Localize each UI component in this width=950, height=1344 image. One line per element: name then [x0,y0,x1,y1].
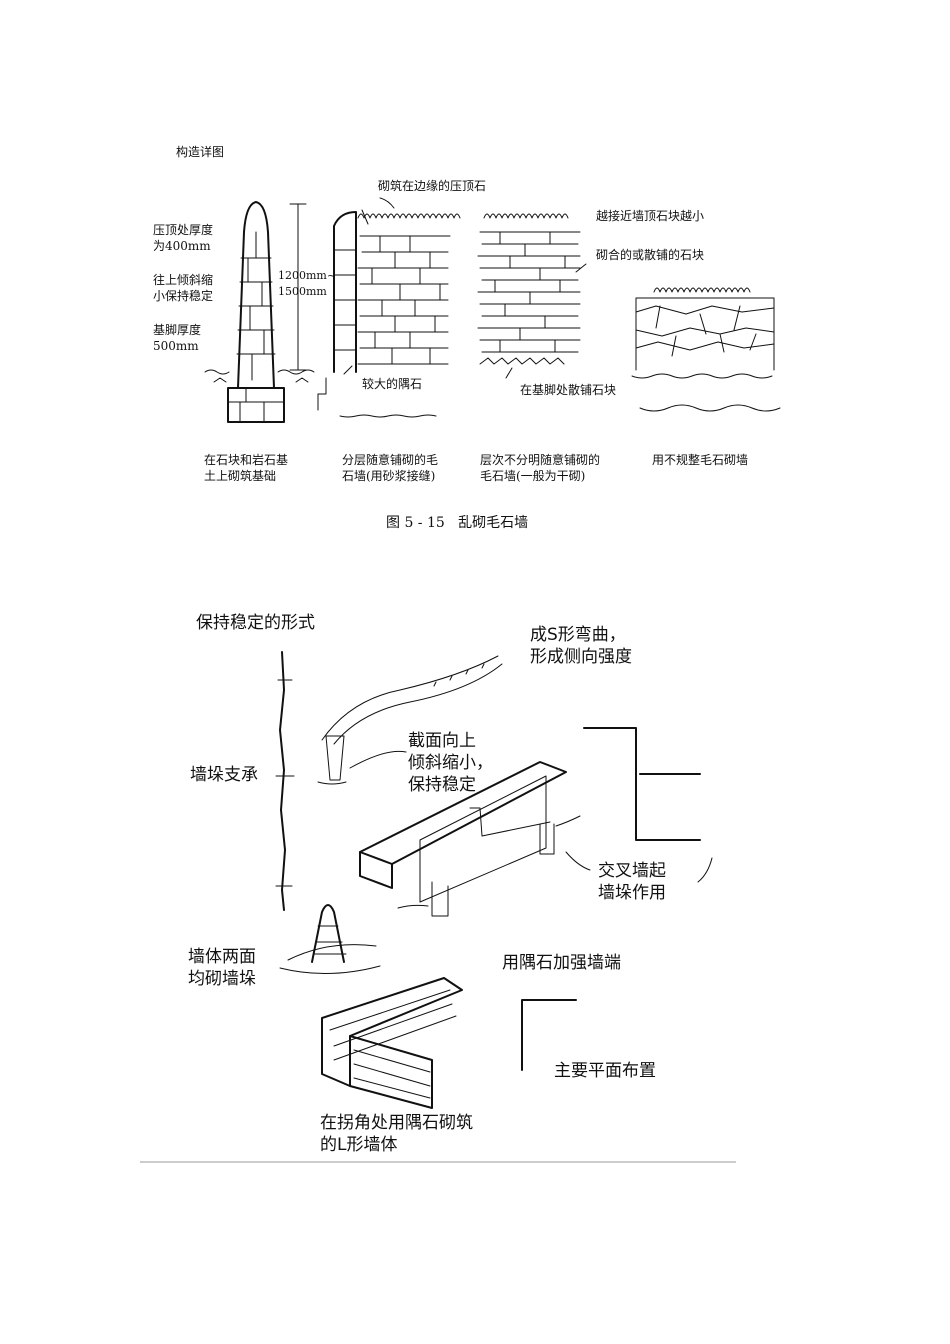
quoin-stone-note: 较大的隅石 [362,377,423,391]
s-curve-note: 成S形弯曲， 形成侧向强度 [530,625,632,667]
footing-stones-note: 在基脚处散铺石块 [520,383,617,397]
caption-uncoursed: 层次不分明随意铺砌的 毛石墙(一般为干砌) [480,453,601,483]
smaller-stones-note: 越接近墙顶石块越小 [596,209,705,223]
tapered-section-note: 截面向上 倾斜缩小， 保持稳定 [408,731,493,795]
cross-wall-box [359,761,591,917]
both-face-pier [279,904,381,975]
footing-thickness-note: 基脚厚度 500mm [153,323,202,353]
coursed-rubble-wall [317,197,461,418]
bottom-figure-heading: 保持稳定的形式 [196,613,315,633]
uncoursed-rubble-wall [477,213,587,379]
caption-coursed: 分层随意铺砌的毛 石墙(用砂浆接缝) [342,453,439,483]
main-plan-note: 主要平面布置 [554,1061,656,1081]
random-rubble-wall [631,287,781,412]
caption-random: 用不规整毛石砌墙 [652,453,749,467]
quoin-end-note: 用隅石加强墙端 [502,953,621,973]
main-plan-layout [521,999,577,1071]
top-figure-heading: 构造详图 [176,145,225,159]
caption-foundation: 在石块和岩石基 土上砌筑基础 [204,453,289,483]
figure-caption: 图 5 - 15 乱砌毛石墙 [386,515,529,531]
both-faces-note: 墙体两面 均砌墙垛 [188,947,256,989]
s-curve-wall [317,655,503,785]
tapered-wall-section [204,201,315,423]
height-dimension: 1200mm~ 1500mm [278,269,337,298]
cross-wall-note: 交叉墙起 墙垛作用 [598,861,666,903]
pier-support-note: 墙垛支承 [190,765,258,785]
coping-thickness-note: 压顶处厚度 为400mm [153,223,214,253]
l-wall-note: 在拐角处用隅石砌筑 的L形墙体 [320,1113,473,1155]
stone-bond-note: 砌合的或散铺的石块 [596,248,705,262]
pier-support-plan [275,651,295,911]
l-shaped-wall [321,977,463,1109]
cross-wall-plan [583,727,713,883]
coping-stone-note: 砌筑在边缘的压顶石 [378,179,487,193]
taper-note: 往上倾斜缩 小保持稳定 [153,273,214,303]
